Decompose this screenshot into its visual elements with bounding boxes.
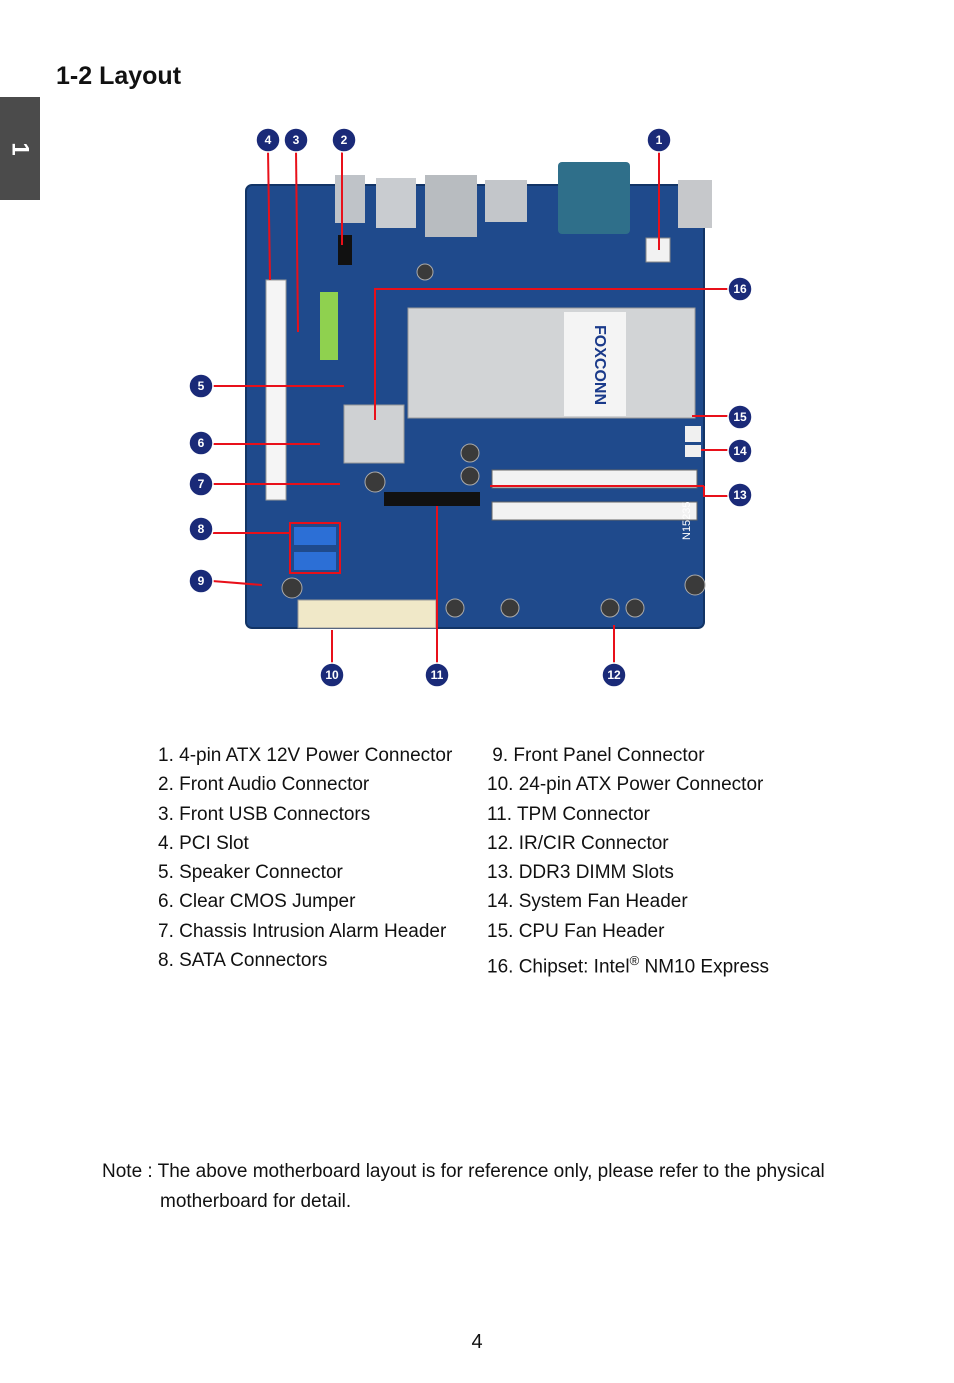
callout-badge-15: 15 bbox=[727, 404, 753, 430]
callout-badge-14: 14 bbox=[727, 438, 753, 464]
callout-badge-2: 2 bbox=[331, 127, 357, 153]
svg-text:8: 8 bbox=[198, 522, 205, 536]
callout-badge-9: 9 bbox=[188, 568, 214, 594]
callout-badge-11: 11 bbox=[424, 662, 450, 688]
sata-port-2 bbox=[294, 552, 336, 570]
svg-text:15: 15 bbox=[733, 410, 747, 424]
page-number: 4 bbox=[471, 1331, 483, 1353]
board-model-label: N15235 bbox=[681, 501, 693, 540]
legend-item: 11. TPM Connector bbox=[487, 803, 650, 825]
legend-item: 9. Front Panel Connector bbox=[487, 745, 705, 766]
note-line-1: Note : The above motherboard layout is f… bbox=[102, 1161, 825, 1182]
reference-note: Note : The above motherboard layout is f… bbox=[102, 1157, 825, 1216]
legend-item: 1. 4-pin ATX 12V Power Connector bbox=[158, 745, 453, 766]
callout-badge-12: 12 bbox=[601, 662, 627, 688]
legend-item: 13. DDR3 DIMM Slots bbox=[487, 862, 674, 884]
front-audio-header bbox=[338, 235, 352, 265]
legend-item-chipset-suffix: NM10 Express bbox=[639, 956, 770, 978]
legend-item: 15. CPU Fan Header bbox=[487, 920, 665, 942]
callout-badge-7: 7 bbox=[188, 471, 214, 497]
callout-badge-1: 1 bbox=[646, 127, 672, 153]
svg-text:12: 12 bbox=[607, 668, 621, 682]
sata-port-1 bbox=[294, 527, 336, 545]
legend-item: 2. Front Audio Connector bbox=[158, 774, 370, 796]
usb-port-block bbox=[376, 178, 416, 228]
legend-item: 4. PCI Slot bbox=[158, 832, 249, 854]
cpu-fan-header bbox=[685, 426, 701, 442]
svg-text:1: 1 bbox=[656, 133, 663, 147]
svg-text:3: 3 bbox=[293, 133, 300, 147]
brand-logo: FOXCONN bbox=[591, 325, 608, 405]
motherboard-diagram: FOXCONN N15235 bbox=[188, 127, 753, 688]
svg-text:13: 13 bbox=[733, 488, 747, 502]
legend-item: 5. Speaker Connector bbox=[158, 862, 343, 884]
legend-item: 8. SATA Connectors bbox=[158, 950, 328, 972]
audio-jack-block bbox=[335, 175, 365, 223]
legend-item-chipset-prefix: 16. Chipset: Intel bbox=[487, 956, 630, 978]
svg-text:16: 16 bbox=[733, 282, 747, 296]
svg-text:14: 14 bbox=[733, 444, 747, 458]
heatsink-label bbox=[564, 312, 626, 416]
atx24-connector bbox=[297, 599, 437, 629]
system-fan-header bbox=[685, 445, 701, 457]
tpm-header bbox=[384, 492, 480, 506]
registered-mark: ® bbox=[629, 953, 640, 969]
serial-port-block bbox=[558, 162, 630, 234]
chapter-tab: 1 bbox=[0, 97, 40, 200]
section-title: 1-2 Layout bbox=[56, 62, 182, 90]
pci-slot bbox=[265, 279, 287, 501]
legend-item: 7. Chassis Intrusion Alarm Header bbox=[158, 920, 447, 942]
ps2-port-block bbox=[678, 180, 712, 228]
cpu-heatsink bbox=[407, 307, 696, 419]
legend-left-column: 1. 4-pin ATX 12V Power Connector 2. Fron… bbox=[158, 741, 452, 975]
svg-text:5: 5 bbox=[198, 379, 205, 393]
svg-text:7: 7 bbox=[198, 477, 205, 491]
dimm-slot-1 bbox=[491, 469, 698, 489]
callout-badge-5: 5 bbox=[188, 373, 214, 399]
capacitors bbox=[281, 263, 706, 618]
callout-badge-4: 4 bbox=[255, 127, 281, 153]
svg-text:4: 4 bbox=[265, 133, 272, 147]
note-line-2: motherboard for detail. bbox=[160, 1190, 352, 1212]
legend-item-chipset: 16. Chipset: Intel® NM10 Express bbox=[487, 946, 769, 982]
hdmi-port-block bbox=[485, 180, 527, 222]
svg-text:11: 11 bbox=[431, 668, 444, 682]
svg-text:6: 6 bbox=[198, 436, 205, 450]
lan-port-block bbox=[425, 175, 477, 237]
callout-badge-13: 13 bbox=[727, 482, 753, 508]
svg-text:9: 9 bbox=[198, 574, 205, 588]
callout-badge-16: 16 bbox=[727, 276, 753, 302]
callout-badge-3: 3 bbox=[283, 127, 309, 153]
usb-header bbox=[320, 292, 338, 360]
motherboard-layout-figure: FOXCONN N15235 bbox=[180, 120, 760, 700]
legend-item: 12. IR/CIR Connector bbox=[487, 832, 669, 854]
legend-item: 10. 24-pin ATX Power Connector bbox=[487, 774, 764, 796]
chapter-tab-number: 1 bbox=[6, 141, 34, 156]
legend-item: 3. Front USB Connectors bbox=[158, 803, 371, 825]
dimm-slot-2 bbox=[491, 501, 698, 521]
callout-badge-6: 6 bbox=[188, 430, 214, 456]
svg-text:10: 10 bbox=[325, 668, 339, 682]
callout-badge-10: 10 bbox=[319, 662, 345, 688]
svg-text:2: 2 bbox=[341, 133, 348, 147]
legend-item: 14. System Fan Header bbox=[487, 891, 688, 913]
legend-item: 6. Clear CMOS Jumper bbox=[158, 891, 356, 913]
callout-badge-8: 8 bbox=[188, 516, 214, 542]
legend-right-column: 9. Front Panel Connector 10. 24-pin ATX … bbox=[487, 741, 769, 982]
